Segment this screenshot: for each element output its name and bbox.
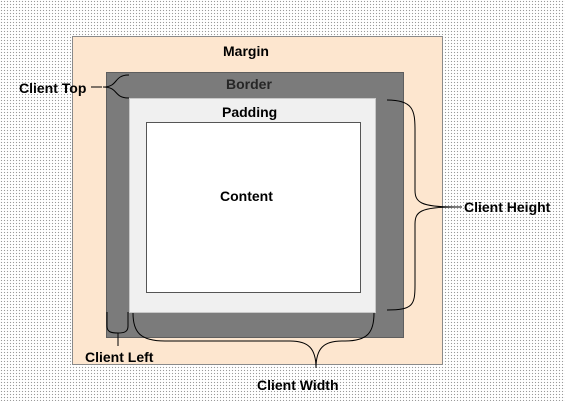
- client-width-label: Client Width: [257, 377, 339, 393]
- client-left-label: Client Left: [85, 349, 154, 365]
- client-height-label: Client Height: [464, 199, 551, 215]
- client-left-brace: [106, 312, 129, 346]
- padding-label: Padding: [222, 104, 278, 120]
- border-label: Border: [226, 76, 272, 92]
- client-height-brace: [386, 99, 456, 311]
- content-label: Content: [220, 188, 273, 204]
- client-top-brace-curve: [102, 74, 130, 99]
- client-width-brace: [132, 312, 375, 369]
- margin-label: Margin: [223, 43, 269, 59]
- client-top-label: Client Top: [19, 80, 87, 96]
- content-area: [146, 122, 361, 293]
